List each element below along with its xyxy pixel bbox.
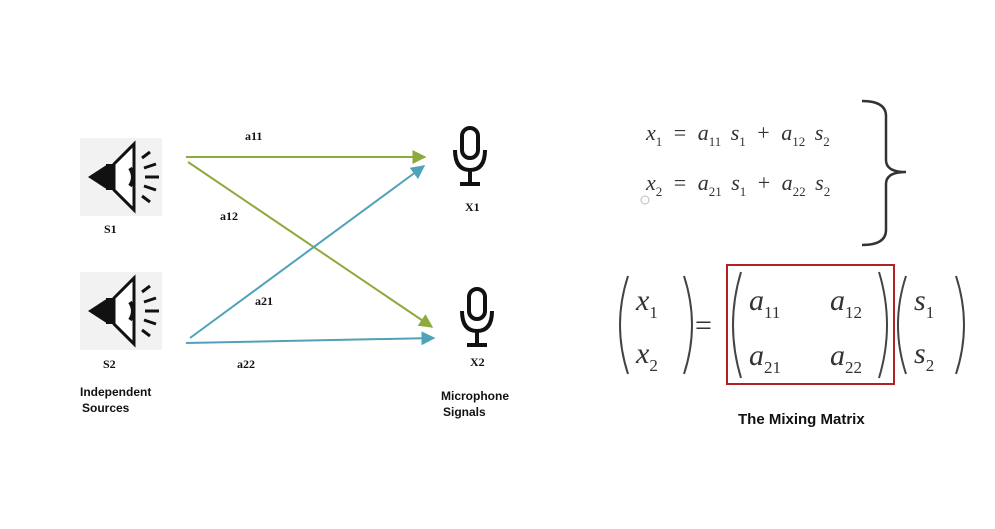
matrix-s1: s1 — [914, 284, 934, 322]
sources-group-label-line1: Independent — [80, 385, 151, 399]
matrix-a12: a12 — [830, 284, 862, 322]
equation-row-1: x1 = a11 s1 + a12 s2 — [645, 120, 830, 151]
matrix-s2: s2 — [914, 337, 934, 375]
arrow-a22 — [185, 331, 436, 346]
microphone-icon-x1 — [453, 126, 487, 186]
mixing-matrix-box — [726, 264, 895, 385]
matrix-a22: a22 — [830, 339, 862, 377]
matrix-x1: x1 — [635, 284, 658, 322]
sources-group-label-line2: Sources — [82, 401, 130, 415]
mics-group-label-line2: Signals — [443, 405, 486, 419]
arrow-a12 — [187, 161, 434, 328]
mics-group-label-line1: Microphone — [441, 389, 509, 403]
microphone-icon-x2 — [460, 287, 494, 347]
source-label-s1: S1 — [104, 222, 117, 236]
edge-label-a11: a11 — [245, 129, 262, 143]
mic-label-x2: X2 — [470, 355, 485, 369]
matrix-equation: x1 x2 = a11 a12 a21 a22 s1 s2 — [619, 264, 965, 385]
edge-label-a22: a22 — [237, 357, 255, 371]
speaker-icon-s2 — [78, 270, 164, 352]
svg-text:x1 = a11 s1: x1 = a11 s1 + a12 s2 — [645, 120, 830, 151]
matrix-a11: a11 — [749, 284, 780, 322]
edge-label-a21: a21 — [255, 294, 273, 308]
edge-label-a12: a12 — [220, 209, 238, 223]
mixing-matrix-caption: The Mixing Matrix — [738, 411, 865, 428]
matrix-x2: x2 — [635, 337, 658, 375]
mic-label-x1: X1 — [465, 200, 480, 214]
matrix-equals: = — [695, 309, 712, 342]
right-curly-brace — [861, 99, 907, 247]
equation-row-2: x2 = a21 s1 + a22 s2 — [645, 170, 830, 201]
svg-text:x2 = a21 s1: x2 = a21 s1 + a22 s2 — [645, 170, 830, 201]
arrow-a21 — [189, 165, 426, 339]
matrix-a21: a21 — [749, 339, 781, 377]
stray-mark — [640, 195, 650, 205]
source-label-s2: S2 — [103, 357, 116, 371]
speaker-icon-s1 — [78, 136, 164, 218]
